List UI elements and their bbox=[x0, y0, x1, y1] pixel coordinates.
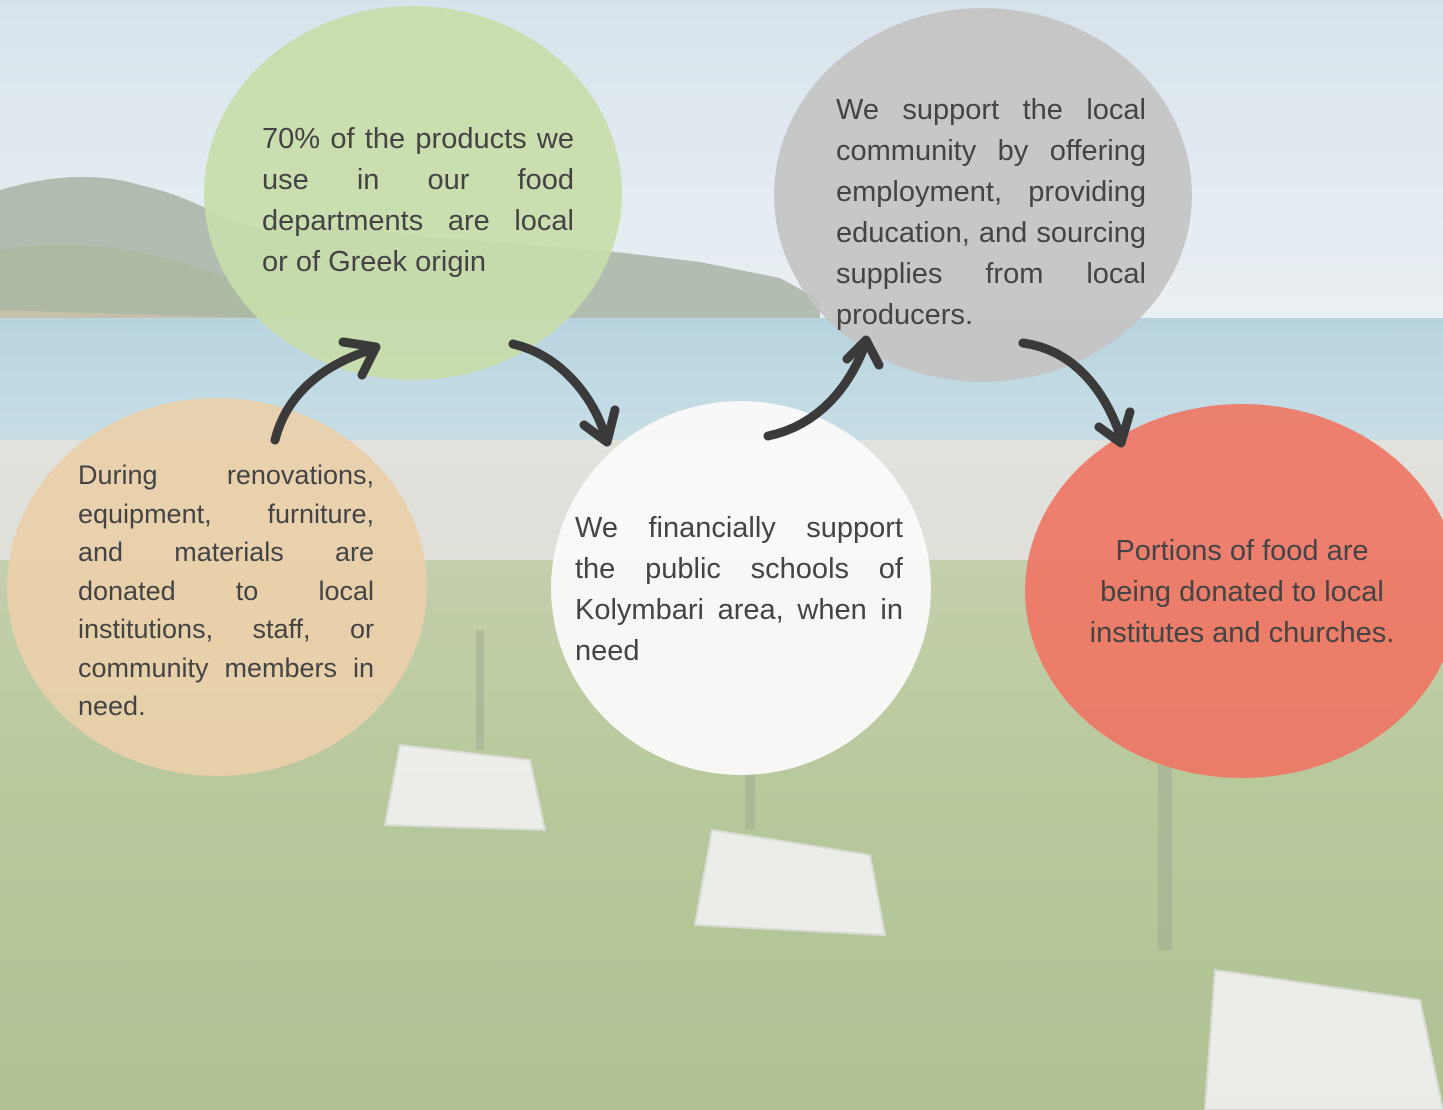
food-circle: Portions of food are being donated to lo… bbox=[1025, 404, 1443, 778]
renovations-circle: During renovations, equipment, furniture… bbox=[7, 398, 427, 776]
renovations-text: During renovations, equipment, furniture… bbox=[78, 460, 374, 721]
arrow-products-to-schools bbox=[508, 339, 620, 447]
arrow-community-to-food bbox=[1018, 338, 1135, 448]
schools-text: We financially support the public school… bbox=[575, 512, 903, 667]
schools-circle: We financially support the public school… bbox=[551, 401, 931, 775]
arrow-renovations-to-products bbox=[270, 337, 381, 445]
products-text: 70% of the products we use in our food d… bbox=[262, 123, 574, 278]
arrow-schools-to-community bbox=[763, 335, 884, 441]
products-circle: 70% of the products we use in our food d… bbox=[204, 6, 622, 380]
community-circle: We support the local community by offeri… bbox=[774, 8, 1192, 382]
food-text: Portions of food are being donated to lo… bbox=[1089, 535, 1395, 649]
community-text: We support the local community by offeri… bbox=[836, 94, 1146, 331]
